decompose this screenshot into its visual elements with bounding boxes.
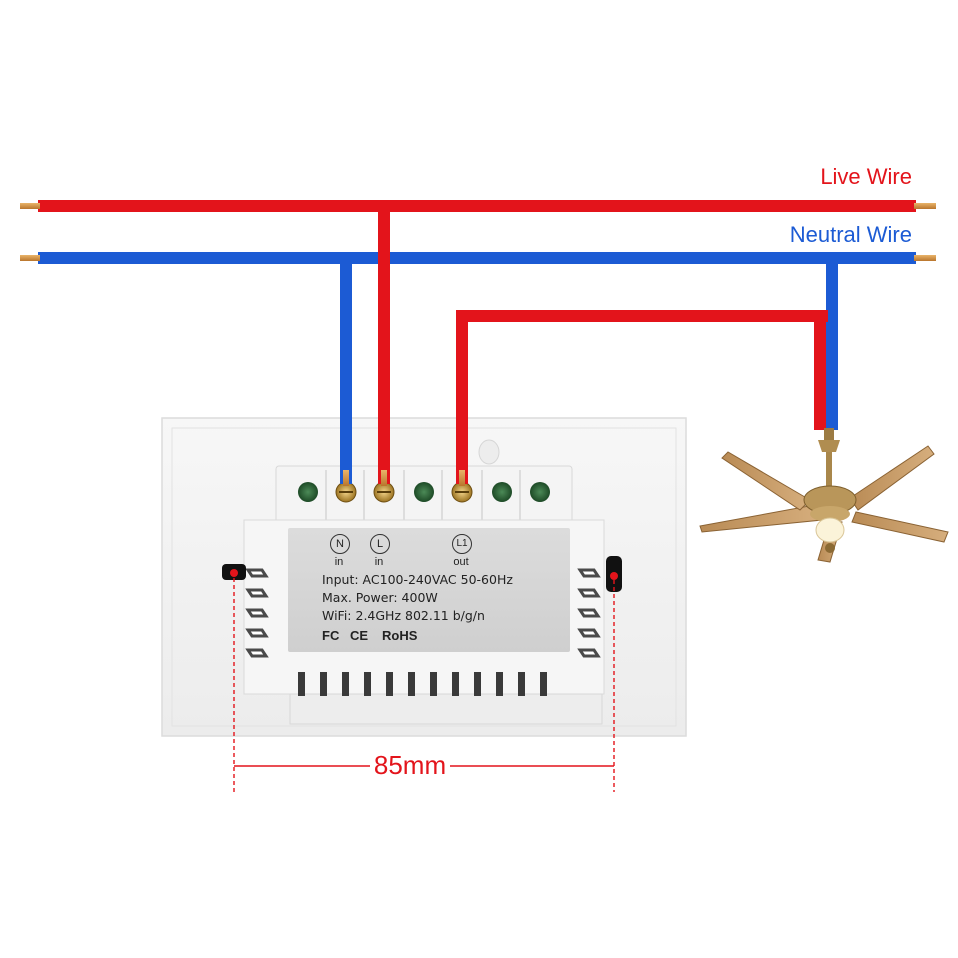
bottom-vents xyxy=(298,672,547,696)
live-wire xyxy=(20,200,936,486)
dimension-label: 85mm xyxy=(370,750,450,781)
spec-input: Input: AC100-240VAC 50-60Hz xyxy=(322,572,513,587)
cert-ce: CE xyxy=(350,628,369,643)
load-wire xyxy=(456,310,828,486)
cert-rohs: RoHS xyxy=(382,628,418,643)
ceiling-fan-icon xyxy=(699,428,949,563)
spec-label-panel: N in L in L1 out Input: AC100-240VAC 50-… xyxy=(288,528,570,652)
side-vents-right xyxy=(577,568,601,658)
terminal-l-symbol: L xyxy=(370,534,390,554)
live-wire-label: Live Wire xyxy=(820,164,912,189)
neutral-wire-label: Neutral Wire xyxy=(789,222,912,247)
spec-wifi: WiFi: 2.4GHz 802.11 b/g/n xyxy=(322,608,485,623)
side-vents-left xyxy=(245,568,269,658)
terminal-screws xyxy=(298,481,550,503)
neutral-wire xyxy=(20,252,936,486)
terminal-n-symbol: N xyxy=(330,534,350,554)
terminal-l1-sub: out xyxy=(453,556,469,568)
spec-max-power: Max. Power: 400W xyxy=(322,590,438,605)
terminal-l1-symbol: L1 xyxy=(452,534,472,554)
terminal-l-sub: in xyxy=(374,556,384,568)
terminal-n-sub: in xyxy=(334,556,344,568)
cert-fc: FC xyxy=(322,628,340,643)
